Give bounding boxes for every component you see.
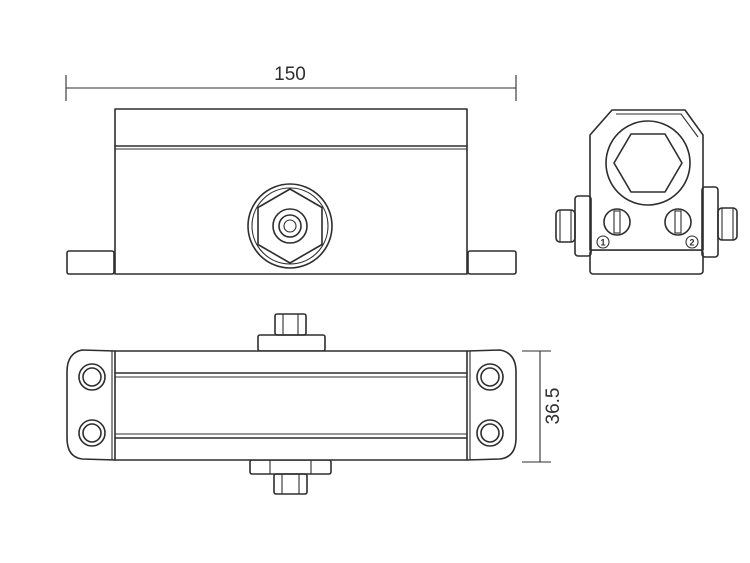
side-valve-right xyxy=(701,186,738,258)
front-body xyxy=(114,108,468,275)
side-valve-left xyxy=(555,195,592,257)
bottom-pinion-base xyxy=(249,459,332,475)
side-view: 1 2 xyxy=(555,109,738,275)
marker-1-label: 1 xyxy=(600,238,605,248)
top-pinion-nut xyxy=(274,313,307,336)
side-hex-ring xyxy=(605,120,691,206)
side-screw-1 xyxy=(603,208,631,236)
top-pinion-upper xyxy=(257,313,326,352)
screw-2-slot xyxy=(674,210,682,234)
pinion-center xyxy=(283,219,297,233)
pinion-boss-ring xyxy=(251,187,329,265)
front-foot-left xyxy=(66,250,115,275)
top-body xyxy=(66,349,517,461)
screw-2-head xyxy=(664,208,692,236)
mounting-hole-bottom-left xyxy=(78,419,106,447)
valve-left-housing xyxy=(574,195,592,257)
hole-inner xyxy=(82,367,102,387)
pinion-shaft xyxy=(278,214,302,238)
pinion-hex-nut xyxy=(257,188,323,264)
pinion-boss-outer xyxy=(247,183,333,269)
side-marker-2: 2 xyxy=(685,235,699,249)
mounting-hole-top-right xyxy=(476,363,504,391)
mounting-hole-bottom-right xyxy=(476,419,504,447)
side-hex-nut xyxy=(613,133,683,193)
valve-right-housing xyxy=(701,186,719,258)
side-base xyxy=(589,249,704,275)
top-pinion-lower xyxy=(249,459,332,495)
marker-1-circle xyxy=(596,235,610,249)
screw-1-head xyxy=(603,208,631,236)
width-dimension: 150 xyxy=(65,64,517,101)
front-foot-right xyxy=(467,250,517,275)
marker-2-circle xyxy=(685,235,699,249)
valve-left-cap xyxy=(555,209,576,243)
hole-inner xyxy=(480,423,500,443)
screw-1-slot xyxy=(613,210,621,234)
top-pinion-base xyxy=(257,334,326,352)
bottom-pinion-nut xyxy=(273,473,308,495)
hole-outer xyxy=(476,419,504,447)
mounting-hole-top-left xyxy=(78,363,106,391)
side-screw-2 xyxy=(664,208,692,236)
depth-dimension: 36.5 xyxy=(522,350,564,463)
hole-outer xyxy=(78,363,106,391)
hole-outer xyxy=(476,363,504,391)
width-dim-label: 150 xyxy=(274,64,306,85)
depth-dim-label: 36.5 xyxy=(543,388,564,425)
front-view xyxy=(66,108,517,275)
front-pinion-boss xyxy=(247,183,333,269)
side-body-bevel xyxy=(616,113,699,138)
side-marker-1: 1 xyxy=(596,235,610,249)
pinion-washer xyxy=(272,208,308,244)
marker-2-label: 2 xyxy=(689,238,694,248)
top-view xyxy=(66,313,517,495)
hole-outer xyxy=(78,419,106,447)
hole-inner xyxy=(480,367,500,387)
hole-inner xyxy=(82,423,102,443)
valve-right-cap xyxy=(717,207,738,241)
